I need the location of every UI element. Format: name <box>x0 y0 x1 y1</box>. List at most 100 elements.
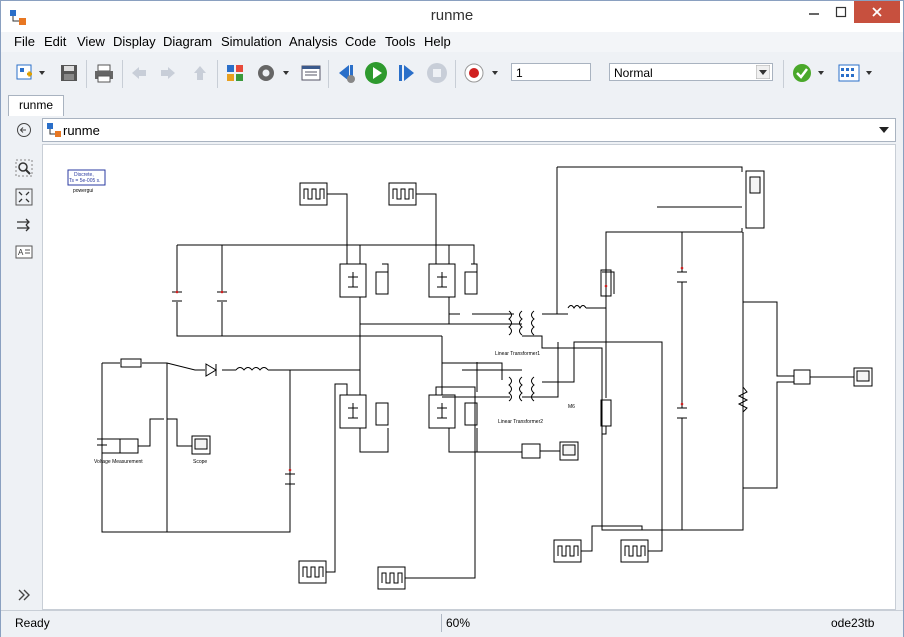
stop-button[interactable] <box>425 60 449 86</box>
circle-arrow-left-icon <box>17 123 31 137</box>
linear-transformer2-label: Linear Transformer2 <box>498 419 543 425</box>
voltage-measurement-block[interactable] <box>521 443 541 459</box>
scope-block[interactable] <box>191 435 211 455</box>
chevron-down-icon[interactable] <box>878 124 890 136</box>
library-browser-icon <box>227 65 243 81</box>
print-icon <box>95 64 113 83</box>
title-bar: runme <box>1 1 903 32</box>
voltage-measurement-label: Voltage Measurement <box>94 459 143 465</box>
zoom-button[interactable] <box>15 159 33 177</box>
close-button[interactable] <box>854 1 900 23</box>
fit-view-icon <box>15 188 33 206</box>
expand-palette-button[interactable] <box>15 586 33 604</box>
model-tab-strip: runme <box>1 94 903 116</box>
annotation-icon: A <box>15 245 33 259</box>
up-button[interactable] <box>188 60 212 86</box>
left-palette: A <box>1 116 41 610</box>
save-button[interactable] <box>57 60 81 86</box>
stop-icon <box>427 63 447 83</box>
circuit-diagram: Discrete, Ts = 5e-005 s. powergui Voltag… <box>67 166 873 590</box>
run-icon <box>365 62 387 84</box>
scope-label: Scope <box>193 459 207 465</box>
voltage-measurement-block[interactable] <box>119 438 139 454</box>
menu-tools[interactable]: Tools <box>385 34 416 49</box>
simulation-mode-value: Normal <box>614 66 653 80</box>
grid-button[interactable] <box>835 60 877 86</box>
model-icon <box>47 123 61 137</box>
library-browser-button[interactable] <box>223 60 247 86</box>
window-title: runme <box>430 7 474 24</box>
menu-simulation[interactable]: Simulation <box>221 34 282 49</box>
model-explorer-icon <box>301 65 321 81</box>
toolbar: 1 Normal <box>1 52 903 95</box>
hide-explorer-button[interactable] <box>15 121 33 139</box>
forward-icon <box>161 67 175 79</box>
scope-block[interactable] <box>745 170 765 229</box>
print-button[interactable] <box>91 60 117 86</box>
step-forward-icon <box>399 65 414 81</box>
svg-text:A: A <box>18 248 24 257</box>
diagram-canvas[interactable]: Discrete, Ts = 5e-005 s. powergui Voltag… <box>42 144 896 610</box>
scope-block[interactable] <box>559 441 579 461</box>
grid-icon <box>838 64 872 82</box>
forward-button[interactable] <box>156 60 180 86</box>
powergui-text-2: Ts = 5e-005 s. <box>69 178 101 184</box>
model-address-bar[interactable]: runme <box>42 118 896 142</box>
powergui-block[interactable] <box>67 169 106 186</box>
maximize-button[interactable] <box>828 1 854 23</box>
menu-bar: File Edit View Display Diagram Simulatio… <box>1 32 903 52</box>
scope-block[interactable] <box>853 367 873 387</box>
menu-help[interactable]: Help <box>424 34 451 49</box>
tab-runme[interactable]: runme <box>8 95 64 116</box>
mosfet-block[interactable] <box>339 394 367 429</box>
check-icon <box>793 64 824 82</box>
menu-edit[interactable]: Edit <box>44 34 67 49</box>
voltage-measurement-block[interactable] <box>793 369 811 385</box>
menu-view[interactable]: View <box>77 34 105 49</box>
fit-to-view-button[interactable] <box>15 188 33 206</box>
linear-transformer1-label: Linear Transformer1 <box>495 351 540 357</box>
simulation-mode-select[interactable]: Normal <box>609 63 773 81</box>
menu-file[interactable]: File <box>14 34 35 49</box>
annotation-button[interactable]: A <box>15 243 33 261</box>
status-zoom: 60% <box>441 614 646 632</box>
linear-transformer-block[interactable] <box>508 310 523 336</box>
double-chevron-right-icon <box>18 589 30 601</box>
minimize-icon <box>809 13 819 15</box>
menu-display[interactable]: Display <box>113 34 156 49</box>
config-icon <box>258 65 289 81</box>
chevron-down-icon <box>756 65 770 79</box>
linear-transformer-block[interactable] <box>508 376 523 402</box>
menu-analysis[interactable]: Analysis <box>289 34 338 49</box>
m6-label: M6 <box>568 404 575 410</box>
step-forward-button[interactable] <box>394 60 420 86</box>
back-icon <box>132 67 146 79</box>
arrows-right-icon <box>17 218 30 232</box>
mosfet-block[interactable] <box>428 263 456 298</box>
menu-code[interactable]: Code <box>345 34 377 49</box>
signal-routing-button[interactable] <box>15 216 33 234</box>
record-icon <box>464 63 498 83</box>
stop-time-field[interactable]: 1 <box>511 63 591 81</box>
mosfet-block[interactable] <box>339 263 367 298</box>
minimize-button[interactable] <box>801 1 827 23</box>
model-explorer-button[interactable] <box>299 60 323 86</box>
back-button[interactable] <box>127 60 151 86</box>
menu-diagram[interactable]: Diagram <box>163 34 213 49</box>
new-model-icon <box>16 64 45 80</box>
new-model-button[interactable] <box>11 60 51 86</box>
save-icon <box>61 65 77 81</box>
model-advisor-button[interactable] <box>789 60 829 86</box>
run-button[interactable] <box>363 60 389 86</box>
simulink-app-icon <box>9 8 27 26</box>
powergui-label: powergui <box>73 188 93 194</box>
step-back-button[interactable] <box>333 60 359 86</box>
powergui-text-1: Discrete, <box>74 172 94 178</box>
step-back-icon <box>339 65 355 83</box>
up-icon <box>194 66 206 80</box>
maximize-icon <box>835 6 847 18</box>
model-config-button[interactable] <box>253 60 293 86</box>
record-button[interactable] <box>461 60 503 86</box>
status-solver[interactable]: ode23tb <box>831 616 875 630</box>
